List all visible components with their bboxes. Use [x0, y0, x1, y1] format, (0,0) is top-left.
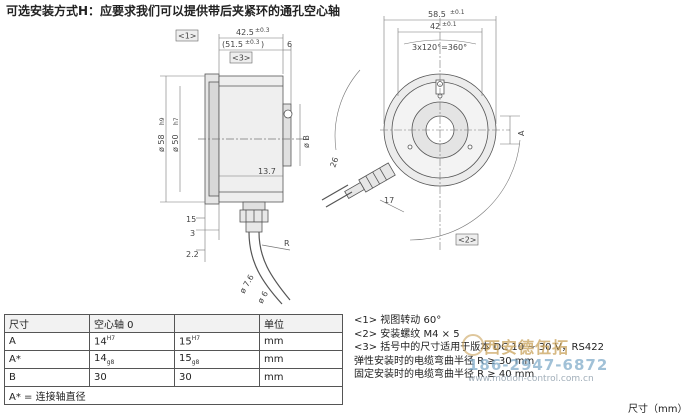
- table-cell: 14H7: [89, 332, 175, 351]
- note-item: <3> 括号中的尺寸适用于版本 DC 10 ~ 30 V，RS422: [354, 342, 604, 353]
- table-footnote-row: A* = 连接轴直径: [4, 386, 343, 405]
- view-label-2: <2>: [458, 236, 477, 245]
- dim-17: 17: [384, 196, 394, 205]
- front-dimensions: [334, 16, 521, 250]
- table-row: A 14H7 15H7 mm: [4, 332, 343, 351]
- table-cell-label: A: [4, 332, 90, 351]
- note-item: <1> 视图转动 60°: [354, 315, 442, 326]
- unit-label: 尺寸（mm）: [628, 404, 688, 415]
- dim-6: 6: [287, 40, 292, 49]
- dim-26: 26: [328, 156, 340, 169]
- table-footnote: A* = 连接轴直径: [4, 386, 343, 405]
- dim-42: 42: [430, 22, 440, 31]
- dim-R: R: [284, 239, 290, 248]
- dim-42-5: 42.5: [236, 28, 254, 37]
- table-header-cell: 尺寸: [4, 314, 90, 333]
- dim-13-7: 13.7: [258, 167, 276, 176]
- side-view: [198, 73, 308, 305]
- side-dimensions: [160, 34, 301, 262]
- dim-d58: ø 58: [157, 134, 166, 152]
- dim-42-tol: ±0.1: [442, 21, 457, 28]
- table-cell: 15g8: [174, 350, 260, 369]
- table-header-cell: 单位: [259, 314, 343, 333]
- table-cell: 30: [174, 368, 260, 387]
- view-label-1: <1>: [178, 32, 197, 41]
- dim-3x120: 3x120°=360°: [412, 43, 467, 52]
- dim-dA: A: [517, 130, 526, 136]
- dim-15: 15: [186, 215, 196, 224]
- dim-42-5-tol: ±0.3: [255, 27, 270, 34]
- front-view: [321, 73, 497, 208]
- dim-dB: ø B: [302, 135, 311, 148]
- table-cell-unit: mm: [259, 368, 343, 387]
- front-labels: 58.5 ±0.1 42 ±0.1 3x120°=360° A 26 17 <2…: [328, 9, 526, 246]
- table-cell-unit: mm: [259, 332, 343, 351]
- note-item: 弹性安装时的电缆弯曲半径 R ≥ 30 mm: [354, 355, 535, 367]
- table-header-cell: 空心轴 0: [89, 314, 175, 333]
- dim-d58-tol: h9: [159, 117, 166, 125]
- technical-drawing: <1> <3> 42.5 ±0.3 (51.5 ±0.3 ) 6 ø 58 h9…: [157, 9, 526, 305]
- dim-d50: ø 50: [171, 134, 180, 152]
- dim-2-2: 2.2: [186, 250, 199, 259]
- dim-51-5: (51.5: [222, 40, 243, 49]
- note-item: 固定安装时的电缆弯曲半径 R ≥ 40 mm: [354, 369, 535, 380]
- table-cell-unit: mm: [259, 350, 343, 369]
- note-item: <2> 安装螺纹 M4 × 5: [354, 328, 460, 340]
- dim-d50-tol: h7: [173, 117, 180, 125]
- dim-d6: ø 6: [256, 290, 270, 305]
- table-cell: 30: [89, 368, 175, 387]
- dim-58-5: 58.5: [428, 10, 446, 19]
- dim-51-5-tol: ±0.3: [245, 39, 260, 46]
- table-header-cell: [174, 314, 260, 333]
- table-row: B 30 30 mm: [4, 368, 343, 387]
- view-label-3: <3>: [232, 54, 251, 63]
- table-row: A* 14g8 15g8 mm: [4, 350, 343, 369]
- table-header-row: 尺寸 空心轴 0 单位: [4, 314, 343, 333]
- dim-58-5-tol: ±0.1: [450, 9, 465, 16]
- table-cell: 15H7: [174, 332, 260, 351]
- notes-list: <1> 视图转动 60° <2> 安装螺纹 M4 × 5 <3> 括号中的尺寸适…: [354, 314, 604, 382]
- table-cell: 14g8: [89, 350, 175, 369]
- page-title: 可选安装方式H：应要求我们可以提供带后夹紧环的通孔空心轴: [6, 4, 341, 18]
- dim-d7-6: ø 7.6: [238, 273, 256, 295]
- dimension-table: 尺寸 空心轴 0 单位 A 14H7 15H7 mm A* 14g8 15g8 …: [4, 314, 343, 405]
- dim-3: 3: [190, 229, 195, 238]
- table-cell-label: B: [4, 368, 90, 387]
- table-cell-label: A*: [4, 350, 90, 369]
- dim-51-5-close: ): [261, 40, 264, 49]
